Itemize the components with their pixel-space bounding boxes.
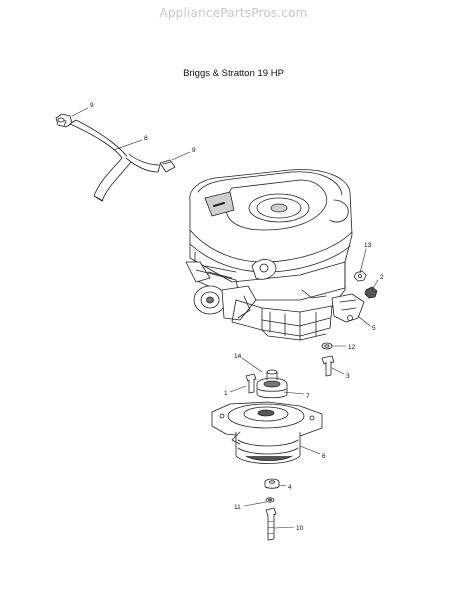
callout-7: 7 — [306, 393, 310, 400]
callout-2: 2 — [380, 274, 384, 281]
callout-11: 11 — [234, 504, 241, 511]
callout-1: 1 — [224, 390, 228, 397]
engine-assembly — [185, 169, 365, 341]
part-10-bolt — [265, 507, 277, 541]
callout-6: 6 — [322, 453, 326, 460]
part-11-lock-washer — [265, 497, 275, 503]
callout-10: 10 — [296, 525, 304, 532]
diagram-title: Briggs & Stratton 19 HP — [183, 68, 284, 79]
callout-4: 4 — [288, 484, 292, 491]
callout-8: 8 — [144, 135, 148, 142]
callout-13: 13 — [364, 242, 372, 249]
watermark: AppliancePartsPros.com — [159, 6, 308, 20]
part-4-spacer — [264, 478, 280, 489]
callout-5: 5 — [372, 325, 376, 332]
callout-12: 12 — [348, 344, 356, 351]
part-7-pulley — [256, 369, 288, 399]
callout-9-lower: 9 — [192, 147, 196, 154]
callout-labels: 9 8 9 13 2 5 12 3 14 1 7 6 4 11 10 — [90, 102, 384, 532]
part-6-electric-clutch — [211, 401, 323, 464]
part-12-washer — [321, 342, 333, 350]
callout-9-top: 9 — [90, 102, 94, 109]
part-9-fitting-top — [55, 113, 73, 128]
callout-3: 3 — [346, 373, 350, 380]
part-9-fitting-lower — [159, 159, 176, 173]
part-1-bolt — [245, 373, 257, 394]
part-8-hose — [69, 119, 161, 202]
callout-14: 14 — [234, 353, 242, 360]
part-3-bolt — [321, 355, 335, 377]
part-13-nut — [353, 270, 367, 282]
part-2-bolt — [364, 286, 378, 299]
leader-lines — [71, 107, 379, 529]
